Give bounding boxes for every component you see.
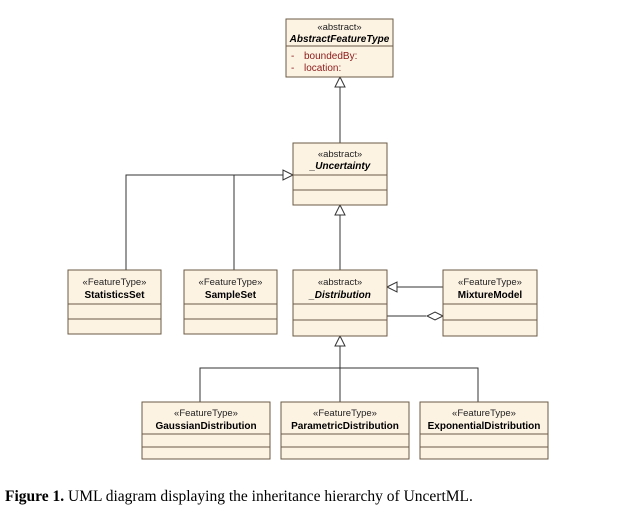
stereotype-label: «abstract» (318, 149, 362, 160)
figure-caption-text: UML diagram displaying the inheritance h… (68, 488, 473, 505)
generalization-arrowhead-distribution-right (385, 281, 398, 293)
generalization-arrowhead-distribution-bottom (334, 334, 346, 347)
generalization-statisticsset-to-uncertainty (125, 174, 283, 270)
class-gaussian-distribution[interactable]: «FeatureType» GaussianDistribution (141, 401, 271, 460)
attribute-bounded-by: boundedBy: (304, 51, 357, 62)
class-name: SampleSet (205, 290, 257, 301)
class-name: StatisticsSet (84, 290, 145, 301)
generalization-arrowhead-uncertainty-bottom (334, 203, 346, 216)
class-mixture-model[interactable]: «FeatureType» MixtureModel (442, 269, 538, 337)
generalization-arrowhead-uncertainty-left (282, 169, 295, 181)
figure-caption-label: Figure 1. (5, 488, 65, 505)
attribute-visibility: - (291, 51, 294, 62)
class-name: _Uncertainty (309, 161, 371, 172)
class-statistics-set[interactable]: «FeatureType» StatisticsSet (67, 269, 162, 335)
attribute-location: location: (304, 63, 341, 74)
class-name: MixtureModel (458, 290, 523, 301)
class-distribution[interactable]: «abstract» _Distribution (292, 269, 388, 337)
stereotype-label: «FeatureType» (458, 277, 522, 288)
generalization-arrowhead-abstractfeaturetype (334, 75, 346, 88)
class-name: GaussianDistribution (155, 421, 256, 432)
stereotype-label: «FeatureType» (313, 408, 377, 419)
attribute-visibility: - (291, 63, 294, 74)
stereotype-label: «abstract» (318, 277, 362, 288)
class-exponential-distribution[interactable]: «FeatureType» ExponentialDistribution (419, 401, 549, 460)
stereotype-label: «FeatureType» (83, 277, 147, 288)
uml-class-diagram: «abstract» AbstractFeatureType - bounded… (67, 18, 549, 460)
aggregation-diamond (425, 311, 445, 321)
class-name: ParametricDistribution (291, 421, 399, 432)
stereotype-label: «abstract» (317, 22, 361, 33)
class-uncertainty[interactable]: «abstract» _Uncertainty (292, 142, 388, 206)
stereotype-label: «FeatureType» (174, 408, 238, 419)
class-name: _Distribution (308, 290, 371, 301)
class-sample-set[interactable]: «FeatureType» SampleSet (183, 269, 278, 335)
stereotype-label: «FeatureType» (199, 277, 263, 288)
figure-caption: Figure 1. UML diagram displaying the inh… (5, 488, 617, 506)
class-name: ExponentialDistribution (428, 421, 541, 432)
generalization-gaussian-to-distribution (199, 367, 479, 402)
class-abstract-feature-type[interactable]: «abstract» AbstractFeatureType - bounded… (285, 18, 394, 78)
stereotype-label: «FeatureType» (452, 408, 516, 419)
class-name: AbstractFeatureType (289, 34, 390, 45)
class-parametric-distribution[interactable]: «FeatureType» ParametricDistribution (280, 401, 410, 460)
